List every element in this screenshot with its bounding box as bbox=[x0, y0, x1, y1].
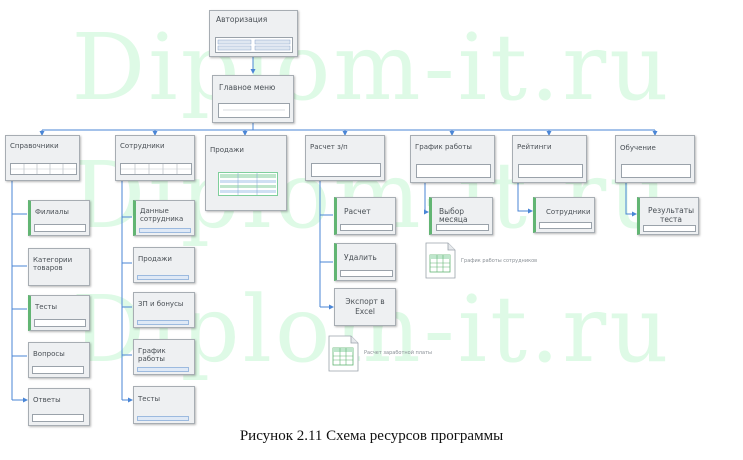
figure-caption: Рисунок 2.11 Схема ресурсов программы bbox=[239, 428, 504, 444]
document-label: Расчет заработной платы bbox=[364, 350, 432, 356]
node-title: Филиалы bbox=[35, 208, 69, 216]
rating-panel bbox=[518, 164, 583, 178]
node-title: Справочники bbox=[10, 142, 59, 150]
node-title: Удалить bbox=[344, 253, 377, 262]
node-title: Данные сотрудника bbox=[140, 207, 184, 223]
node-pay-delete: Удалить bbox=[334, 243, 396, 281]
node-title: Сотрудники bbox=[546, 208, 591, 216]
payroll-panel bbox=[311, 163, 381, 177]
child-panel bbox=[340, 270, 393, 277]
node-title: Выбор месяца bbox=[439, 207, 468, 224]
child-panel bbox=[137, 416, 189, 421]
tabs-icon bbox=[11, 164, 76, 174]
node-employees: Сотрудники bbox=[115, 135, 195, 181]
link-rating-branch bbox=[517, 183, 533, 214]
node-title: Ответы bbox=[33, 396, 61, 404]
link-payroll-branches bbox=[320, 214, 333, 307]
node-training: Обучение bbox=[615, 135, 695, 183]
link-reference-branches bbox=[12, 213, 27, 400]
node-ref-branches: Филиалы bbox=[28, 200, 90, 236]
child-panel bbox=[137, 320, 189, 325]
sales-table-panel bbox=[218, 172, 278, 196]
node-title: Вопросы bbox=[33, 350, 65, 358]
node-emp-sales: Продажи bbox=[133, 247, 195, 283]
node-emp-salary: ЗП и бонусы bbox=[133, 292, 195, 328]
child-panel bbox=[436, 224, 489, 231]
node-payroll: Расчет з/п bbox=[305, 135, 385, 181]
node-title: График работы bbox=[138, 347, 166, 363]
table-grid-icon bbox=[220, 173, 276, 195]
node-pay-calc: Расчет bbox=[334, 197, 396, 235]
node-title: Обучение bbox=[620, 144, 656, 152]
child-panel bbox=[32, 366, 84, 374]
child-panel bbox=[539, 222, 592, 229]
node-main-menu: Главное меню bbox=[212, 75, 294, 123]
reference-tabs-panel bbox=[10, 163, 77, 175]
spreadsheet-document-icon bbox=[425, 242, 456, 279]
child-panel bbox=[137, 275, 189, 280]
node-rating: Рейтинги bbox=[512, 135, 587, 183]
node-authorization: Авторизация bbox=[209, 10, 298, 57]
schedule-panel bbox=[416, 164, 491, 178]
node-title: Результаты теста bbox=[648, 206, 695, 224]
node-ref-tests: Тесты bbox=[28, 295, 90, 331]
node-title: Продажи bbox=[210, 146, 244, 154]
tabs-icon bbox=[121, 164, 191, 174]
node-ref-categories: Категории товаров bbox=[28, 248, 90, 286]
spreadsheet-document-icon bbox=[328, 335, 359, 372]
child-panel bbox=[340, 224, 393, 231]
child-panel bbox=[34, 319, 86, 327]
node-emp-data: Данные сотрудника bbox=[133, 200, 195, 236]
node-title: ЗП и бонусы bbox=[138, 300, 184, 308]
node-title: Продажи bbox=[138, 255, 172, 263]
node-title: Главное меню bbox=[219, 83, 276, 92]
node-sales: Продажи bbox=[205, 135, 287, 211]
node-title: Тесты bbox=[138, 395, 161, 403]
link-schedule-branch bbox=[424, 183, 429, 215]
node-test-results: Результаты теста bbox=[637, 197, 699, 235]
link-employees-branches bbox=[122, 216, 132, 400]
node-title: Экспорт в Excel bbox=[345, 297, 385, 316]
child-panel bbox=[32, 414, 84, 422]
link-main-bus bbox=[42, 123, 655, 131]
document-label: График работы сотрудников bbox=[461, 258, 538, 264]
employees-tabs-panel bbox=[120, 163, 192, 175]
menu-panel bbox=[218, 103, 290, 118]
node-emp-schedule: График работы bbox=[133, 339, 195, 375]
node-title: Рейтинги bbox=[517, 143, 552, 151]
login-fields-icon bbox=[217, 39, 291, 51]
node-emp-tests: Тесты bbox=[133, 386, 195, 424]
node-title: Тесты bbox=[35, 303, 58, 311]
node-pay-export: Экспорт в Excel bbox=[334, 288, 396, 326]
menu-items-icon bbox=[223, 109, 285, 111]
node-rating-employees: Сотрудники bbox=[533, 197, 595, 233]
node-schedule: График работы bbox=[410, 135, 495, 183]
node-title: Расчет з/п bbox=[310, 143, 348, 151]
node-ref-answers: Ответы bbox=[28, 388, 90, 426]
node-reference: Справочники bbox=[5, 135, 80, 181]
node-title: Расчет bbox=[344, 207, 371, 216]
node-title: График работы bbox=[415, 143, 472, 151]
training-panel bbox=[621, 164, 691, 178]
child-panel bbox=[34, 224, 86, 232]
child-panel bbox=[137, 367, 189, 372]
node-month-select: Выбор месяца bbox=[429, 197, 493, 235]
link-training-branch bbox=[625, 183, 637, 217]
node-title: Категории товаров bbox=[33, 256, 73, 272]
watermark-text: Diplom-it.ru bbox=[71, 14, 672, 121]
node-ref-questions: Вопросы bbox=[28, 342, 90, 378]
node-title: Авторизация bbox=[216, 15, 268, 24]
node-title: Сотрудники bbox=[120, 142, 165, 150]
child-panel bbox=[139, 228, 191, 233]
login-form-panel bbox=[215, 37, 293, 53]
child-panel bbox=[643, 225, 696, 232]
